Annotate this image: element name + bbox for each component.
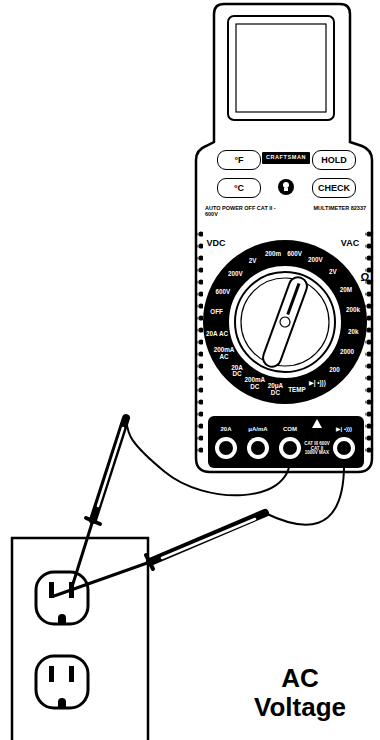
input-jack xyxy=(215,437,237,459)
panel-note: AUTO POWER OFF CAT II - 600V xyxy=(205,206,281,218)
jack-hole xyxy=(337,441,351,455)
terminal-label: ▶| •))) xyxy=(327,426,361,432)
dial-setting-label: TEMP xyxy=(286,387,308,394)
dial-knob xyxy=(235,272,335,372)
caption: AC Voltage xyxy=(244,664,356,721)
button-text: HOLD xyxy=(321,156,347,165)
probe-handle xyxy=(150,513,265,562)
dial-hub xyxy=(279,316,292,329)
display-screen xyxy=(236,24,326,112)
check-button: CHECK xyxy=(312,178,356,198)
dial-setting-label: 200k xyxy=(342,307,364,314)
receptacle xyxy=(36,656,88,708)
dial-setting-label: 200mA AC xyxy=(213,348,235,361)
jack-hole xyxy=(283,441,297,455)
hold-button: HOLD xyxy=(312,150,356,170)
dial-setting-label: 200V xyxy=(304,257,326,264)
dial-setting-label: 20A DC xyxy=(226,365,248,378)
ground-hole xyxy=(58,614,66,623)
button-text: °C xyxy=(234,184,244,193)
mode-button: °C xyxy=(217,178,261,198)
backlight-button xyxy=(278,179,294,195)
input-jack xyxy=(333,437,355,459)
input-jack xyxy=(279,437,301,459)
pointer-mark xyxy=(288,283,299,314)
jack-hole xyxy=(219,441,233,455)
mode-button: °F xyxy=(217,150,261,170)
dial-setting-label: 200mA DC xyxy=(244,377,266,390)
dial-setting-label: 2000 xyxy=(336,349,358,356)
terminal-label: μA/mA xyxy=(243,426,273,432)
terminal-panel xyxy=(208,416,364,468)
dial-setting-label: 20k xyxy=(342,328,364,335)
display-frame xyxy=(228,16,334,120)
dial-setting-label: 200m xyxy=(262,251,284,258)
terminal-label: COM xyxy=(276,426,304,432)
jack-hole xyxy=(251,441,265,455)
receptacle-slot xyxy=(69,666,74,682)
probe-highlight xyxy=(98,428,123,506)
receptacle-slot xyxy=(49,666,54,682)
input-jack xyxy=(247,437,269,459)
bulb-icon xyxy=(283,182,289,188)
dial-setting-label: 600V xyxy=(212,288,234,295)
dial-setting-label: ▶| •))) xyxy=(306,380,328,387)
ground-hole xyxy=(58,698,66,707)
dial-pointer xyxy=(260,275,309,369)
test-lead-wire xyxy=(265,459,344,525)
dial-setting-label: 200 xyxy=(324,367,346,374)
function-label: VDC xyxy=(203,239,229,248)
button-text: CHECK xyxy=(318,184,350,193)
dial-setting-label: 200V xyxy=(224,271,246,278)
probe-handle xyxy=(93,418,126,520)
function-label: VAC xyxy=(337,239,363,248)
side-grip xyxy=(365,228,371,456)
bulb-icon xyxy=(284,188,288,191)
dial-setting-label: 20M xyxy=(335,286,357,293)
probe-tip xyxy=(54,562,150,596)
receptacle xyxy=(36,572,88,624)
button-text: °F xyxy=(234,156,243,165)
terminal-label: 20A xyxy=(212,426,240,432)
dial-setting-label: 20μA DC xyxy=(264,384,286,397)
dial-setting-label: OFF xyxy=(206,309,228,316)
dial-ring xyxy=(216,253,354,391)
test-lead-wire xyxy=(126,418,290,495)
rating-note: CAT III 600V CAT II 1000V MAX xyxy=(304,442,330,456)
outlet-plate xyxy=(12,538,148,740)
dial-setting-label: 20A AC xyxy=(206,331,228,338)
brand-badge: CRAFTSMAN xyxy=(262,152,310,164)
function-label: Ω xyxy=(359,272,371,284)
meter-body xyxy=(196,4,372,472)
probe-tip xyxy=(71,520,93,590)
side-grip xyxy=(197,228,203,456)
warning-triangle xyxy=(312,419,322,428)
dial-knob-rim xyxy=(241,278,329,366)
dial-setting-label: 2V xyxy=(242,258,264,265)
dial-setting-label: 600V xyxy=(284,250,306,257)
dial-setting-label: 2V xyxy=(322,269,344,276)
button-text: CRAFTSMAN xyxy=(266,155,306,161)
model-label: MULTIMETER 82337 xyxy=(308,206,366,212)
probe-highlight xyxy=(162,519,255,558)
